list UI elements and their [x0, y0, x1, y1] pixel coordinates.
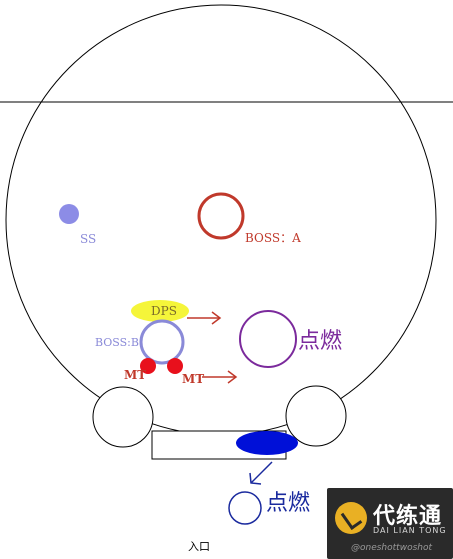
ignite-circle-lower [228, 491, 262, 525]
ignite-label-upper: 点燃 [298, 329, 342, 354]
mt-right-marker [167, 358, 183, 374]
ignite-circle-upper [239, 310, 297, 368]
blue-move-arrow-head [249, 472, 262, 485]
ss-marker-dot [59, 204, 79, 224]
dps-label: DPS [151, 304, 177, 318]
ss-label: SS [80, 232, 96, 246]
boss-b-circle [139, 319, 185, 365]
brand-logo-icon [335, 502, 367, 534]
watermark: 代练通 DAI LIAN TONG @oneshottwoshot [327, 488, 453, 559]
blue-move-arrow [250, 461, 273, 484]
blue-position-marker [236, 431, 298, 455]
entrance-pillar-right [285, 385, 347, 447]
entrance-label: 入口 [188, 540, 210, 553]
mt-move-arrow-head [227, 370, 238, 384]
dps-position-marker [131, 300, 189, 322]
dps-move-arrow-head [211, 311, 222, 325]
entrance-pillar-left [92, 386, 154, 448]
boss-b-label: BOSS:B [95, 336, 139, 349]
boss-a-label: BOSS：A [245, 231, 301, 245]
watermark-brand-pinyin: DAI LIAN TONG [373, 526, 447, 535]
mt-right-label: MT [182, 372, 204, 386]
watermark-handle: @oneshottwoshot [351, 543, 432, 553]
watermark-brand-name: 代练通 [373, 504, 443, 529]
mt-left-marker [140, 358, 156, 374]
boss-a-circle [197, 192, 245, 240]
mt-left-label: MT [124, 368, 146, 382]
ignite-label-lower: 点燃 [266, 491, 310, 516]
